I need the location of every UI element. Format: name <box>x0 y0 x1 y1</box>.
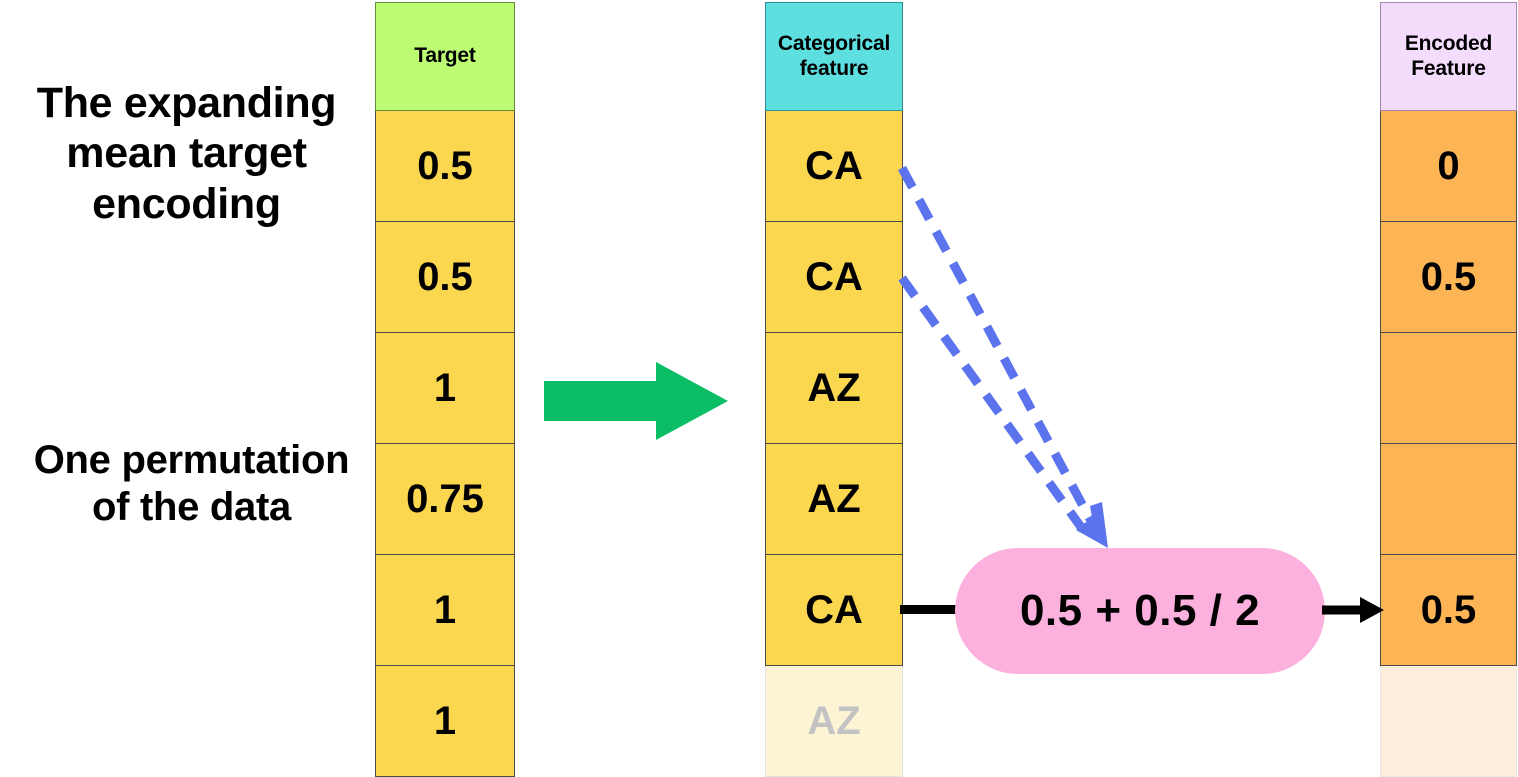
encoded-cell-0: 0 <box>1380 111 1517 222</box>
black-right-arrow-icon <box>1322 597 1384 623</box>
encoded-cell-5 <box>1380 666 1517 777</box>
caption-expanding-mean: The expanding mean target encoding <box>36 79 337 228</box>
categorical-cell-5: AZ <box>765 666 903 777</box>
target-cell-3: 0.75 <box>375 444 515 555</box>
connector-line-left <box>900 605 968 614</box>
encoded-cell-2 <box>1380 333 1517 444</box>
categorical-cell-3: AZ <box>765 444 903 555</box>
blue-dashed-arrow-icon <box>898 165 1108 548</box>
encoded-cell-4: 0.5 <box>1380 555 1517 666</box>
caption-one-permutation: One permutation of the data <box>33 438 350 529</box>
categorical-cell-0: CA <box>765 111 903 222</box>
categorical-cell-1: CA <box>765 222 903 333</box>
formula-box: 0.5 + 0.5 / 2 <box>955 548 1325 674</box>
target-cell-1: 0.5 <box>375 222 515 333</box>
encoded-cell-3 <box>1380 444 1517 555</box>
categorical-cell-4: CA <box>765 555 903 666</box>
target-column: Target 0.5 0.5 1 0.75 1 1 <box>375 2 515 777</box>
target-cell-5: 1 <box>375 666 515 777</box>
encoded-feature-column: Encoded Feature 0 0.5 0.5 <box>1380 2 1517 777</box>
green-right-arrow-icon <box>544 362 728 440</box>
categorical-feature-column-header: Categorical feature <box>765 2 903 111</box>
categorical-cell-2: AZ <box>765 333 903 444</box>
target-cell-4: 1 <box>375 555 515 666</box>
target-cell-2: 1 <box>375 333 515 444</box>
categorical-feature-column: Categorical feature CA CA AZ AZ CA AZ <box>765 2 903 777</box>
target-cell-0: 0.5 <box>375 111 515 222</box>
encoded-feature-column-header: Encoded Feature <box>1380 2 1517 111</box>
encoded-cell-1: 0.5 <box>1380 222 1517 333</box>
target-column-header: Target <box>375 2 515 111</box>
